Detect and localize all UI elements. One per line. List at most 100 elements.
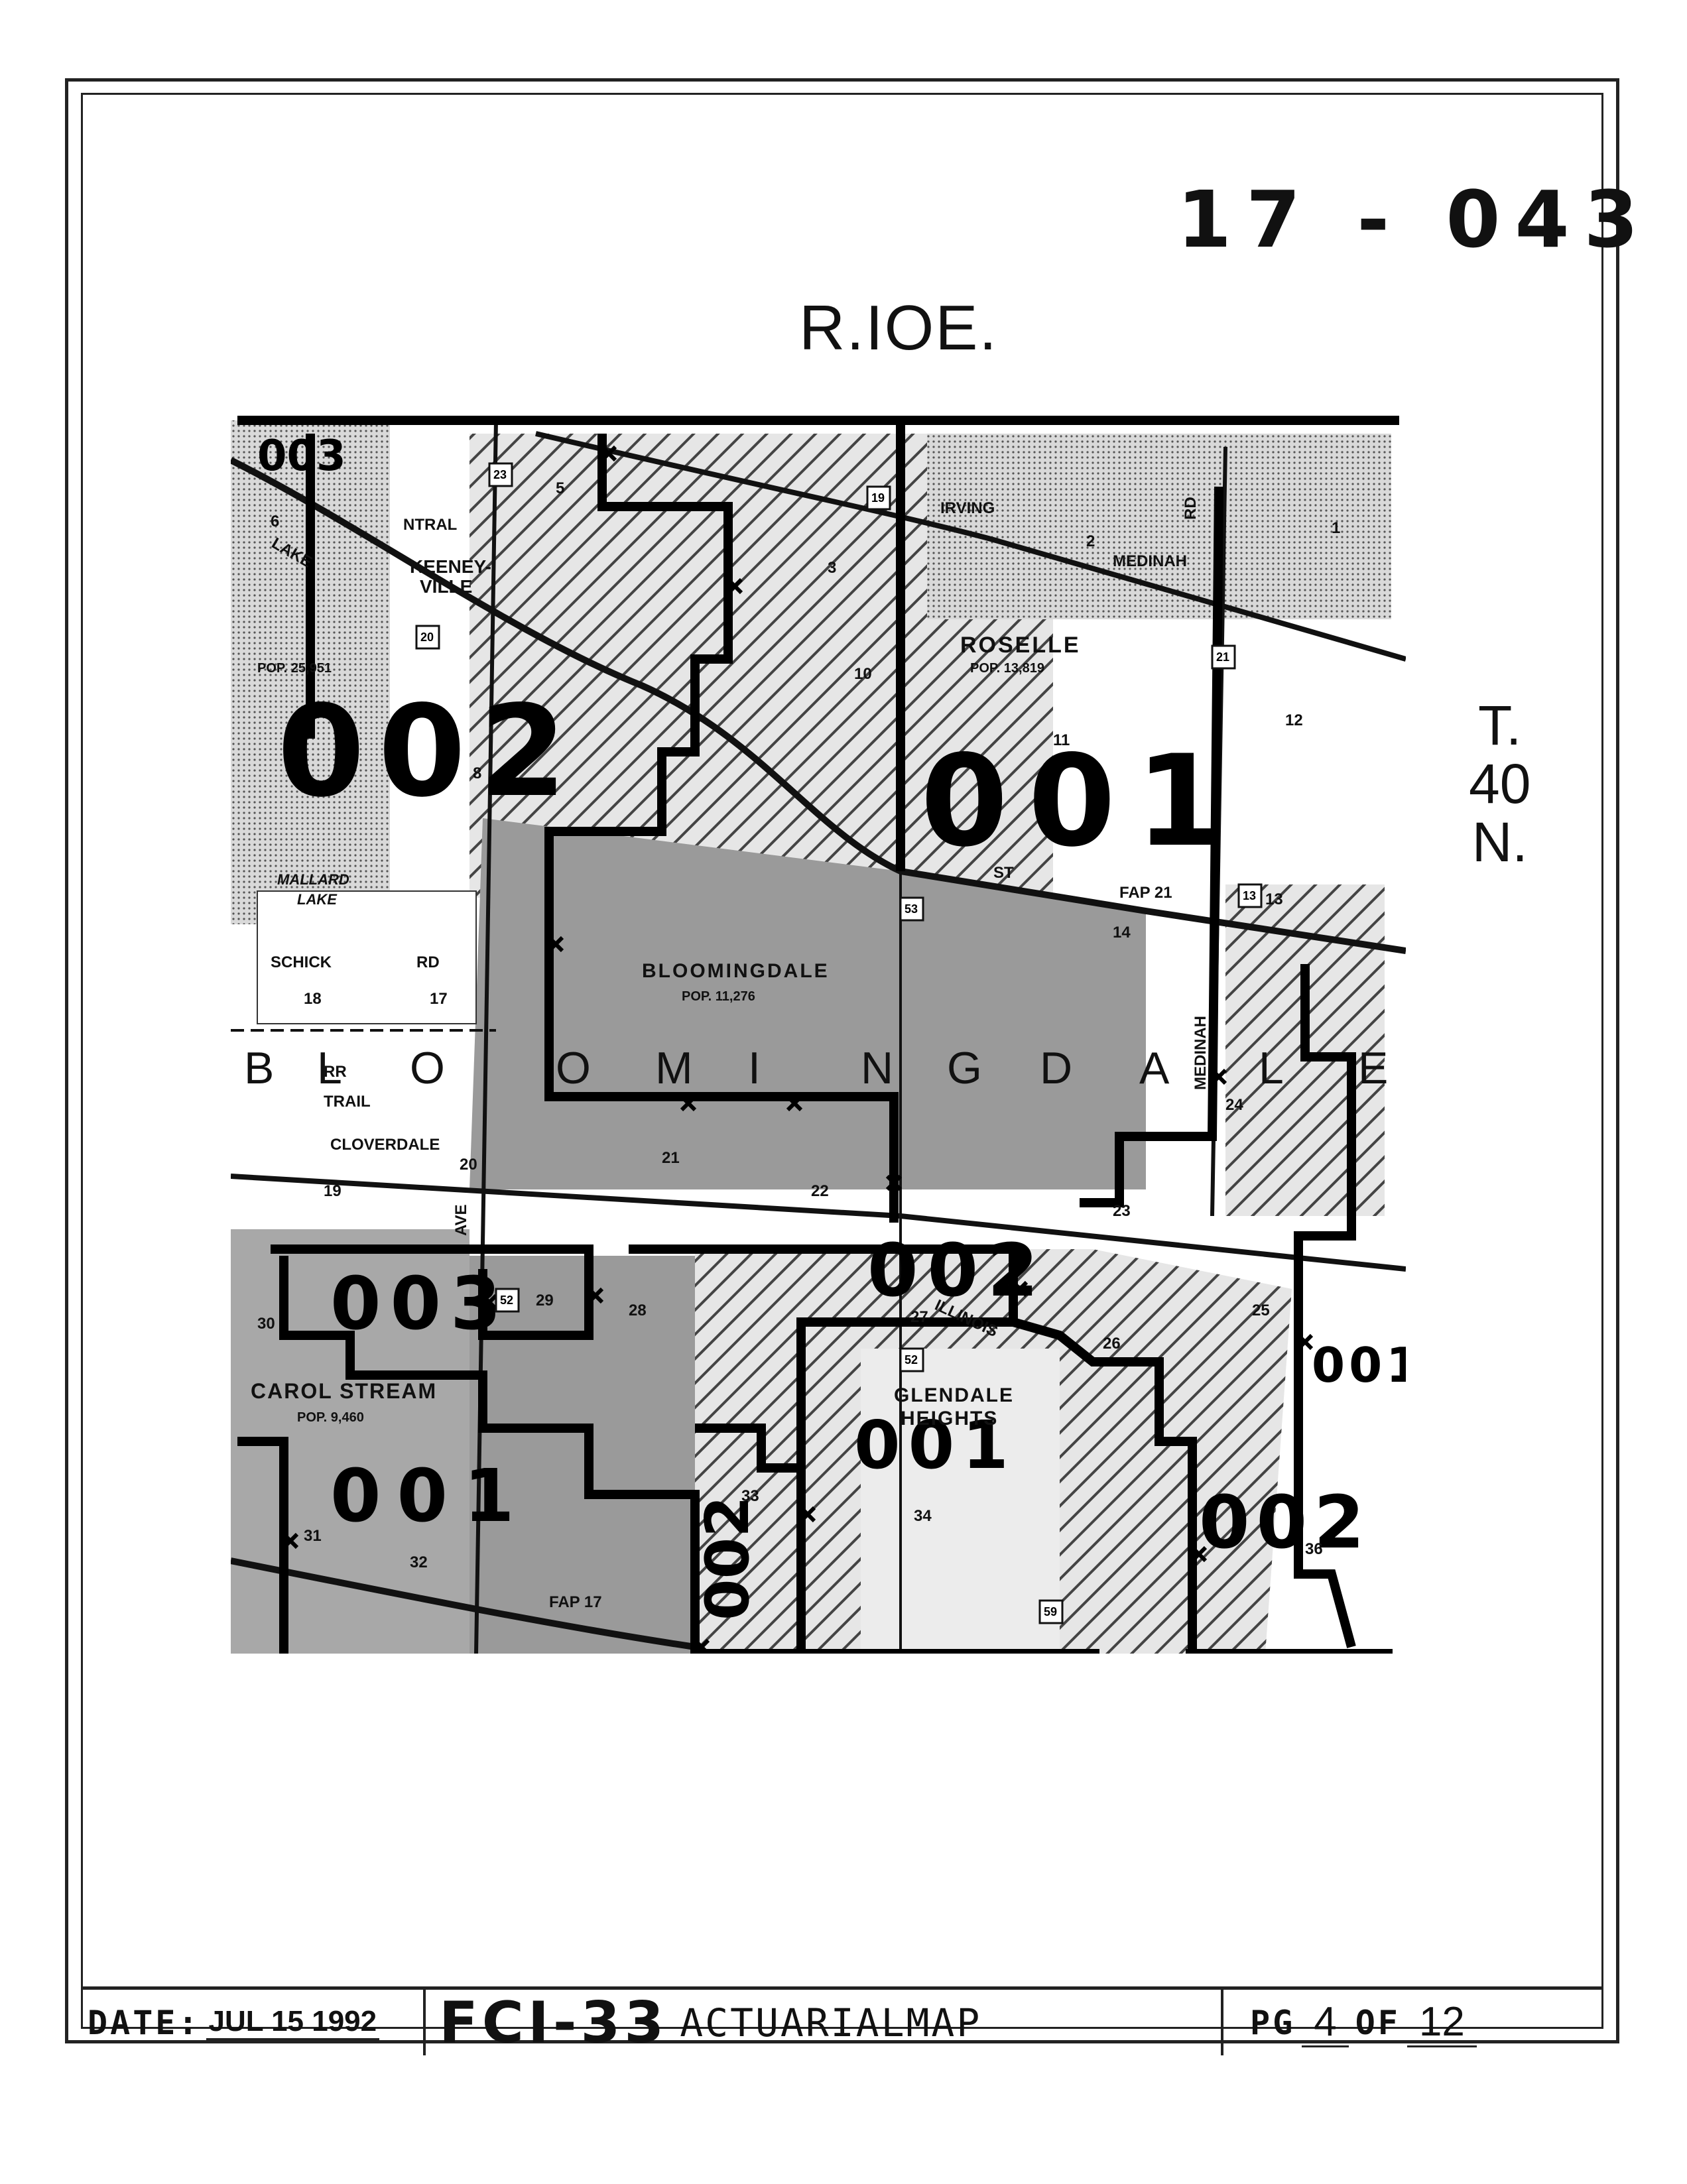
range-label: R.IOE. bbox=[799, 292, 999, 363]
zone-label-6: 001 bbox=[330, 1453, 531, 1538]
section-5: 5 bbox=[556, 479, 564, 497]
zone-label-9: 002 bbox=[1199, 1480, 1371, 1565]
road-lake-st bbox=[231, 457, 1406, 954]
place-bloomingdale: BLOOMINGDALE bbox=[642, 960, 830, 982]
section-24: 24 bbox=[1225, 1096, 1243, 1114]
section-1: 1 bbox=[1332, 519, 1340, 537]
section-32: 32 bbox=[410, 1553, 428, 1571]
form-id: FCI-33 bbox=[439, 1989, 668, 2056]
boundary-east bbox=[1294, 964, 1356, 1648]
place-glendale: GLENDALE bbox=[894, 1384, 1014, 1406]
section-17: 17 bbox=[430, 990, 448, 1008]
section-27: 27 bbox=[910, 1308, 928, 1326]
shield-2-label: 20 bbox=[420, 631, 434, 644]
section-31: 31 bbox=[304, 1527, 322, 1545]
township-letter-10: A bbox=[1139, 1043, 1170, 1093]
boundary-bloomingdale bbox=[544, 434, 899, 1223]
section-6: 6 bbox=[271, 513, 279, 530]
section-2: 2 bbox=[1086, 532, 1095, 550]
section-28: 28 bbox=[629, 1302, 647, 1319]
road-label-fap21: FAP 21 bbox=[1119, 884, 1172, 902]
section-21: 21 bbox=[662, 1149, 680, 1167]
road-label-st: ST bbox=[993, 864, 1014, 882]
township-name: B L O O M I N G D A L E bbox=[244, 1043, 1388, 1093]
section-14: 14 bbox=[1113, 924, 1131, 941]
boundary-south-link bbox=[695, 1424, 801, 1473]
section-26: 26 bbox=[1103, 1335, 1121, 1353]
page-of-label: OF bbox=[1355, 2003, 1401, 2042]
township-letter-3: O bbox=[410, 1043, 445, 1093]
township-letter-9: D bbox=[1040, 1043, 1072, 1093]
township-letter-12: E bbox=[1358, 1043, 1388, 1093]
section-12: 12 bbox=[1285, 711, 1303, 729]
road-label-schick: SCHICK bbox=[271, 953, 332, 971]
date-cell: DATE: JUL 15 1992 bbox=[81, 1990, 426, 2055]
place-mallard-lake: LAKE bbox=[297, 891, 338, 908]
section-29: 29 bbox=[536, 1292, 554, 1309]
section-11: 11 bbox=[1053, 731, 1070, 749]
shield-8 bbox=[899, 1347, 924, 1372]
shield-6-label: 13 bbox=[1243, 889, 1256, 902]
section-19: 19 bbox=[324, 1182, 342, 1200]
township-letter-8: G bbox=[947, 1043, 982, 1093]
road-label-rd-north: RD bbox=[1182, 497, 1200, 520]
township-letter-1: B bbox=[244, 1043, 274, 1093]
shield-1-label: 23 bbox=[493, 468, 507, 481]
zone-label-2: 002 bbox=[277, 678, 580, 825]
date-label: DATE: bbox=[88, 2003, 201, 2042]
place-carol-stream-pop: POP. 9,460 bbox=[297, 1410, 364, 1425]
section-22: 22 bbox=[811, 1182, 829, 1200]
township-letter-4: O bbox=[556, 1043, 591, 1093]
township-line-1: T. bbox=[1478, 694, 1522, 757]
zone-label-1: 003 bbox=[257, 432, 346, 481]
page-cell: PG 4 OF 12 bbox=[1223, 1990, 1603, 2055]
zone-labels: 003 002 001 002 003 001 001 002 002 001 … bbox=[257, 432, 1406, 1620]
road-label-ntral: NTRAL bbox=[403, 516, 457, 534]
zone-label-3: 001 bbox=[920, 728, 1243, 875]
township-letter-11: L bbox=[1259, 1043, 1284, 1093]
shield-4-label: 21 bbox=[1216, 650, 1229, 664]
inner-frame bbox=[81, 93, 1603, 2029]
section-18: 18 bbox=[304, 990, 322, 1008]
road-label-ave: AVE bbox=[452, 1204, 470, 1236]
shield-5 bbox=[899, 896, 924, 922]
township-letter-7: N bbox=[861, 1043, 893, 1093]
section-3: 3 bbox=[828, 559, 836, 577]
boundary-003-south bbox=[271, 1244, 594, 1340]
shield-3 bbox=[866, 485, 891, 511]
shield-2 bbox=[415, 625, 440, 650]
road-label-irving: IRVING bbox=[940, 499, 995, 517]
place-bloomingdale-pop: POP. 11,276 bbox=[682, 989, 755, 1004]
road-label-rr: RR bbox=[324, 1063, 347, 1081]
section-13: 13 bbox=[1265, 890, 1283, 908]
date-stamp: JUL 15 1992 bbox=[206, 2005, 380, 2040]
shield-3-label: 19 bbox=[871, 491, 885, 505]
township-map: 003 002 001 002 003 001 001 002 002 001 … bbox=[231, 407, 1406, 1654]
place-medinah: MEDINAH bbox=[1113, 552, 1187, 570]
shield-9-label: 59 bbox=[1044, 1605, 1057, 1618]
area-sections-17-18 bbox=[257, 890, 477, 1024]
area-medinah bbox=[927, 434, 1391, 619]
township-label: T. 40 N. bbox=[1469, 696, 1531, 871]
document-number: 17 - 043 bbox=[1177, 174, 1653, 265]
place-roselle: ROSELLE bbox=[960, 633, 1081, 658]
zone-label-10: 001 bbox=[1312, 1337, 1406, 1393]
page-current: 4 bbox=[1302, 1998, 1349, 2047]
section-25: 25 bbox=[1252, 1302, 1270, 1319]
road-label-trail: TRAIL bbox=[324, 1093, 371, 1111]
place-labels: ROSELLE POP. 13,819 BLOOMINGDALE POP. 11… bbox=[251, 552, 1187, 1429]
zone-label-7: 001 bbox=[854, 1406, 1017, 1484]
place-keeneyville-sub: VILLE bbox=[420, 576, 472, 597]
road-rt-23 bbox=[474, 420, 498, 1654]
route-shields: 23 20 19 21 53 13 52 52 59 bbox=[415, 462, 1263, 1624]
township-letter-5: M bbox=[655, 1043, 693, 1093]
place-keeneyville: KEENEY- bbox=[410, 556, 491, 577]
shield-4 bbox=[1211, 644, 1236, 670]
road-label-rd: RD bbox=[416, 953, 440, 971]
place-roselle-pop: POP. 13,819 bbox=[970, 661, 1044, 676]
boundary-west-south bbox=[237, 1437, 288, 1654]
section-30: 30 bbox=[257, 1315, 275, 1333]
township-letter-2: L bbox=[317, 1043, 342, 1093]
zone-label-8: 002 bbox=[693, 1496, 763, 1620]
title-cell: FCI-33 ACTUARIALMAP bbox=[426, 1989, 1223, 2056]
